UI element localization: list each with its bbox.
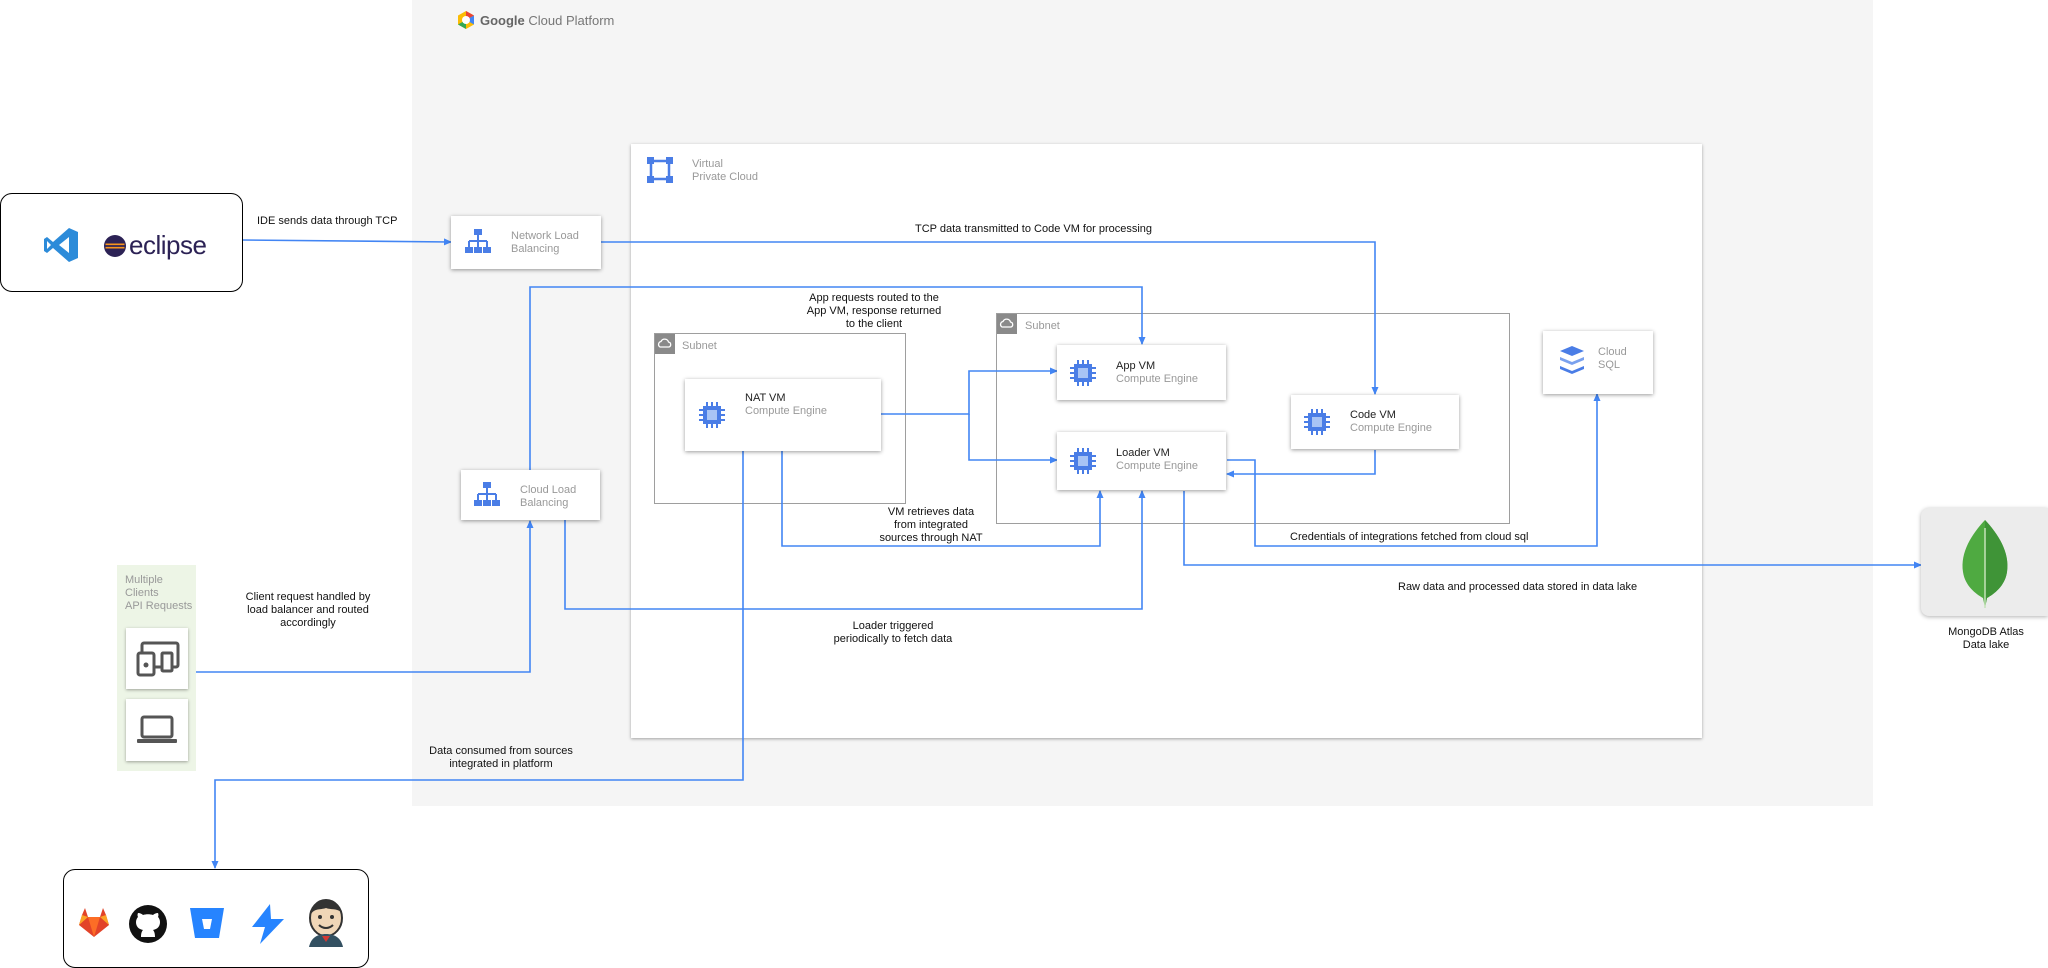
eclipse-wordmark: eclipse bbox=[129, 230, 207, 260]
compute-engine-chip-icon bbox=[1070, 448, 1096, 474]
code-vm-title: Code VM bbox=[1350, 409, 1396, 421]
jira-icon bbox=[252, 904, 284, 944]
devices-icon bbox=[136, 641, 180, 677]
nat-vm-card[interactable]: NAT VM Compute Engine bbox=[685, 379, 881, 451]
app-vm-card[interactable]: App VM Compute Engine bbox=[1057, 345, 1226, 400]
loader-vm-card[interactable]: Loader VM Compute Engine bbox=[1057, 432, 1226, 490]
compute-engine-chip-icon bbox=[1070, 360, 1096, 386]
mongodb-leaf-icon bbox=[1962, 520, 2008, 608]
bitbucket-icon bbox=[190, 908, 224, 938]
load-balancing-icon bbox=[465, 229, 491, 253]
note-credentials: Credentials of integrations fetched from… bbox=[1290, 531, 1529, 543]
code-vm-subtitle: Compute Engine bbox=[1350, 422, 1432, 434]
gitlab-icon bbox=[79, 908, 109, 937]
vpc-icon bbox=[647, 157, 673, 183]
load-balancing-icon bbox=[474, 482, 500, 506]
app-vm-title: App VM bbox=[1116, 360, 1156, 372]
subnet-right-label: Subnet bbox=[1025, 320, 1060, 332]
gcp-product: Cloud Platform bbox=[528, 13, 615, 28]
client-laptop-tile[interactable] bbox=[126, 699, 188, 761]
subnet-left-label: Subnet bbox=[682, 340, 717, 352]
app-vm-subtitle: Compute Engine bbox=[1116, 373, 1198, 385]
clients-label: Multiple Clients API Requests bbox=[125, 574, 193, 612]
subnet-cloud-icon bbox=[655, 334, 675, 354]
eclipse-logo: eclipse bbox=[103, 230, 207, 261]
mongodb-label: MongoDB Atlas Data lake bbox=[1948, 626, 2024, 651]
vscode-icon bbox=[44, 228, 78, 262]
gcp-brand: Google bbox=[480, 13, 525, 28]
code-vm-card[interactable]: Code VM Compute Engine bbox=[1291, 395, 1459, 449]
nat-vm-subtitle: Compute Engine bbox=[745, 405, 827, 417]
note-ide-sends: IDE sends data through TCP bbox=[257, 215, 398, 227]
laptop-icon bbox=[137, 715, 177, 743]
note-client-request: Client request handled by load balancer … bbox=[245, 591, 371, 629]
eclipse-logo-icon bbox=[104, 235, 126, 257]
note-raw-data: Raw data and processed data stored in da… bbox=[1398, 581, 1638, 593]
cloud-load-balancing-card[interactable]: Cloud Load Balancing bbox=[461, 470, 600, 520]
loader-vm-subtitle: Compute Engine bbox=[1116, 460, 1198, 472]
loader-vm-title: Loader VM bbox=[1116, 447, 1170, 459]
note-vm-retrieves: VM retrieves data from integrated source… bbox=[879, 506, 983, 544]
note-tcp-transmitted: TCP data transmitted to Code VM for proc… bbox=[915, 223, 1153, 235]
gcp-title: Google Cloud Platform bbox=[456, 10, 614, 30]
cloud-sql-icon bbox=[1560, 346, 1584, 374]
compute-engine-chip-icon bbox=[699, 402, 725, 428]
compute-engine-chip-icon bbox=[1304, 409, 1330, 435]
gcp-hexagon-icon bbox=[458, 11, 474, 29]
network-load-balancing-card[interactable]: Network Load Balancing bbox=[451, 216, 601, 269]
jenkins-icon bbox=[309, 899, 343, 947]
note-loader-triggered: Loader triggered periodically to fetch d… bbox=[833, 620, 953, 645]
cloud-sql-card[interactable]: Cloud SQL bbox=[1543, 331, 1653, 394]
vpc-label: Virtual Private Cloud bbox=[692, 158, 759, 183]
client-devices-tile[interactable] bbox=[126, 628, 188, 689]
note-app-requests: App requests routed to the App VM, respo… bbox=[806, 292, 942, 330]
github-icon bbox=[129, 905, 167, 943]
nat-vm-title: NAT VM bbox=[745, 392, 786, 404]
note-data-consumed: Data consumed from sources integrated in… bbox=[429, 745, 573, 770]
subnet-cloud-icon bbox=[997, 314, 1017, 334]
